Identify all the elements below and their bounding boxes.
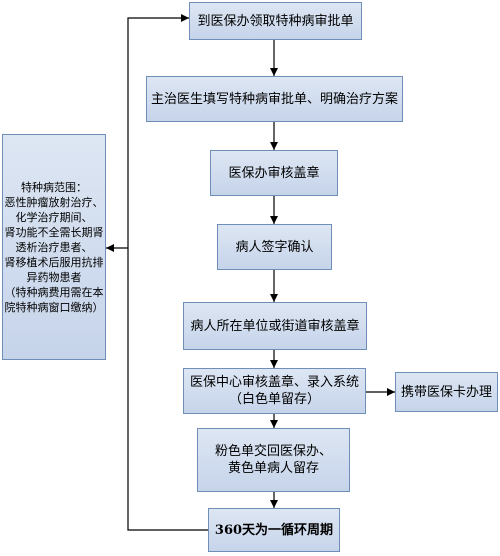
step-7-return-forms: 粉色单交回医保办、 黄色单病人留存 xyxy=(197,428,350,492)
step-4-patient-signature: 病人签字确认 xyxy=(217,224,332,270)
step-8-label: 360天为一循环周期 xyxy=(214,522,334,538)
step-2-doctor-fills-form: 主治医生填写特种病审批单、明确治疗方案 xyxy=(146,76,403,122)
sidebar-special-disease-scope: 特种病范围： 恶性肿瘤放射治疗、 化学治疗期间、 肾功能不全需长期肾 透析治疗患… xyxy=(2,134,106,360)
step-6-label: 医保中心审核盖章、录入系统 （白色单留存） xyxy=(189,375,359,407)
step-3-insurance-office-stamp: 医保办审核盖章 xyxy=(210,150,338,196)
step-5-employer-stamp: 病人所在单位或街道审核盖章 xyxy=(183,302,367,350)
step-1-label: 到医保办领取特种病审批单 xyxy=(197,13,354,29)
step-8-cycle-period: 360天为一循环周期 xyxy=(208,508,340,552)
step-6-center-review: 医保中心审核盖章、录入系统 （白色单留存） xyxy=(183,368,366,414)
sidebar-note-text: 特种病范围： 恶性肿瘤放射治疗、 化学治疗期间、 肾功能不全需长期肾 透析治疗患… xyxy=(4,180,104,314)
step-6-side-bring-card: 携带医保卡办理 xyxy=(395,372,498,412)
step-7-label: 粉色单交回医保办、 黄色单病人留存 xyxy=(214,444,332,476)
step-3-label: 医保办审核盖章 xyxy=(228,165,320,181)
step-6-side-label: 携带医保卡办理 xyxy=(400,384,492,400)
arrow-loop-back xyxy=(127,14,208,531)
step-4-label: 病人签字确认 xyxy=(235,239,314,255)
step-1-get-approval-form: 到医保办领取特种病审批单 xyxy=(189,2,362,40)
step-5-label: 病人所在单位或街道审核盖章 xyxy=(190,318,360,334)
step-2-label: 主治医生填写特种病审批单、明确治疗方案 xyxy=(150,91,398,107)
